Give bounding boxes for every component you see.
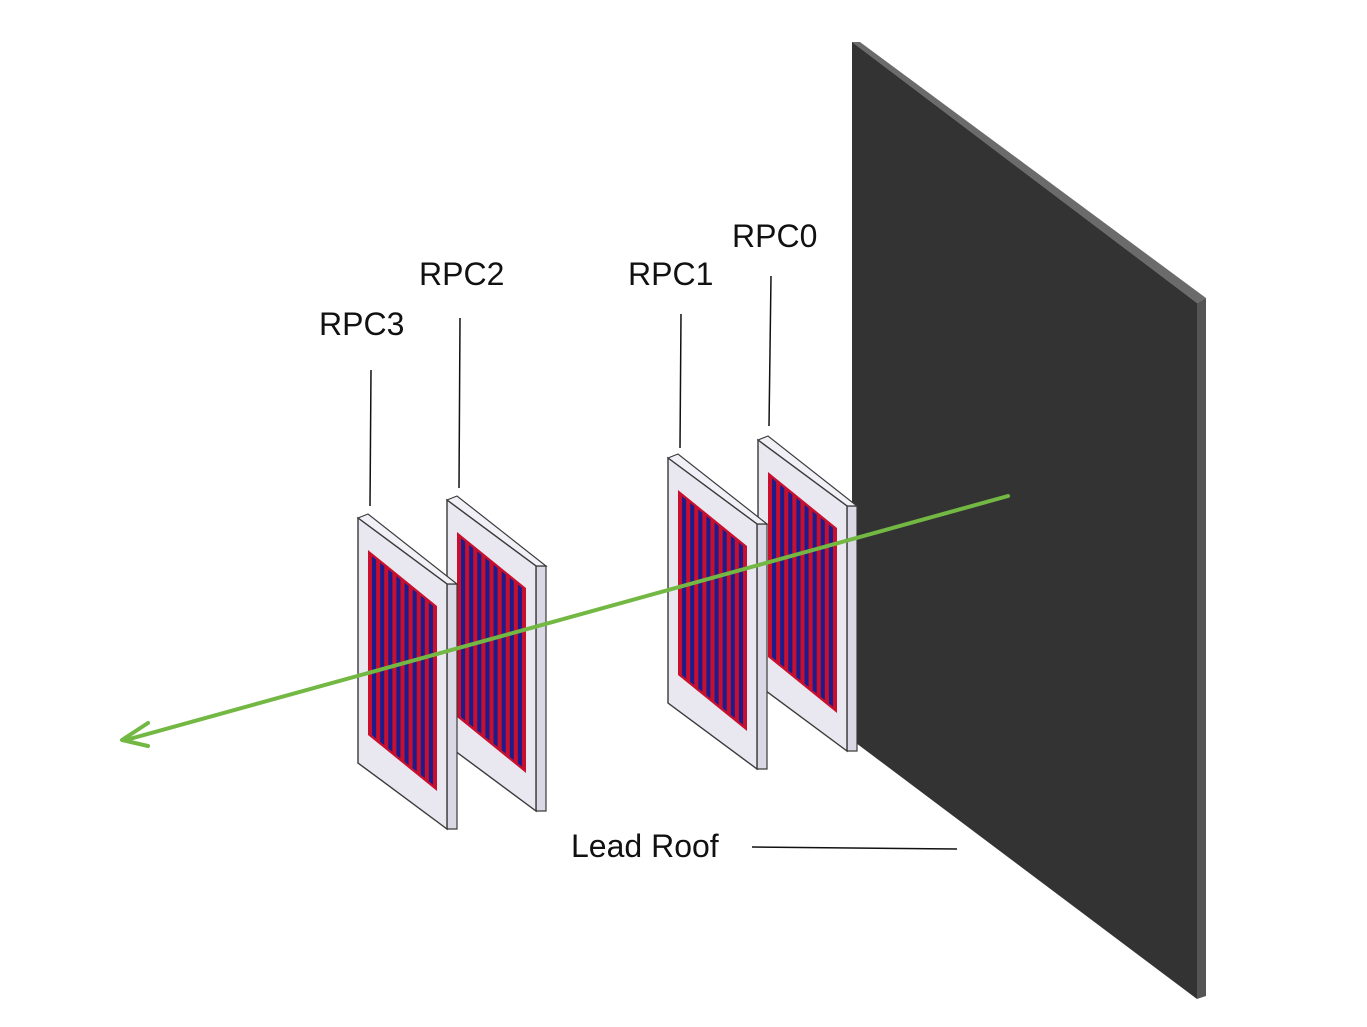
rpc0-label: RPC0 [732,218,818,254]
rpc2-strip [493,564,498,747]
rpc0-strip [812,511,817,694]
lead-roof-face [852,42,1197,999]
muon-track-line [124,494,1010,742]
rpc2-strip [461,538,466,721]
rpc1-leader-line [679,313,682,449]
rpc3-strip [420,595,425,779]
lead-roof-label: Lead Roof [571,828,719,864]
rpc3-chamber [356,513,459,831]
rpc1-side-face [756,523,768,770]
rpc2-strip [517,584,522,767]
rpc0-strip [804,504,809,687]
arrow-head-icon [120,721,150,748]
rpc1-strip [690,502,695,686]
rpc3-leader-line [369,369,372,507]
lead-roof-side-edge [1197,298,1206,999]
rpc0-strip [820,517,825,701]
rpc1-label: RPC1 [628,256,714,292]
rpc2-strip [485,558,490,741]
rpc3-strip [388,569,393,752]
rpc1-strip [722,529,727,712]
rpc3-side-face [446,583,458,830]
rpc3-strip [380,562,385,746]
rpc2-leader-line [458,317,461,489]
lead-roof-top-edge [852,42,1206,303]
rpc3-label: RPC3 [319,306,405,342]
rpc3-strip [412,589,417,772]
muon-track [120,494,1010,748]
rpc0-leader-line [768,275,772,427]
rpc3-strip [396,576,401,759]
rpc1-strip [730,535,735,719]
rpc2-strip [501,571,506,754]
rpc0-strip [796,498,801,681]
lead-roof-leader-line [751,846,958,850]
rpc0-side-face [846,505,858,752]
rpc2-side-face [535,565,547,812]
rpc0-strip [780,484,785,668]
rpc3-strip [428,602,433,785]
rpc0-strip [772,478,777,661]
rpc2-strip-area [457,532,526,773]
rpc2-strip [509,577,514,761]
rpc1-strip [698,509,703,692]
rpc2-strip [469,544,474,728]
rpc1-strip-area [678,490,747,731]
rpc1-chamber [666,453,769,771]
rpc2-label: RPC2 [419,256,505,292]
rpc0-strip-area [768,472,837,713]
rpc0-chamber [756,435,859,753]
rpc1-strip [714,522,719,705]
rpc3-strip-area [368,550,437,791]
rpc3-strip [404,582,409,765]
rpc1-strip [706,516,711,699]
rpc0-strip [828,524,833,707]
rpc2-chamber [445,495,548,813]
rpc1-strip [738,542,743,725]
rpc-chambers [356,435,859,831]
lead-roof [852,42,1206,999]
leader-lines [369,275,958,850]
rpc0-strip [788,491,793,674]
rpc3-strip [372,556,377,739]
